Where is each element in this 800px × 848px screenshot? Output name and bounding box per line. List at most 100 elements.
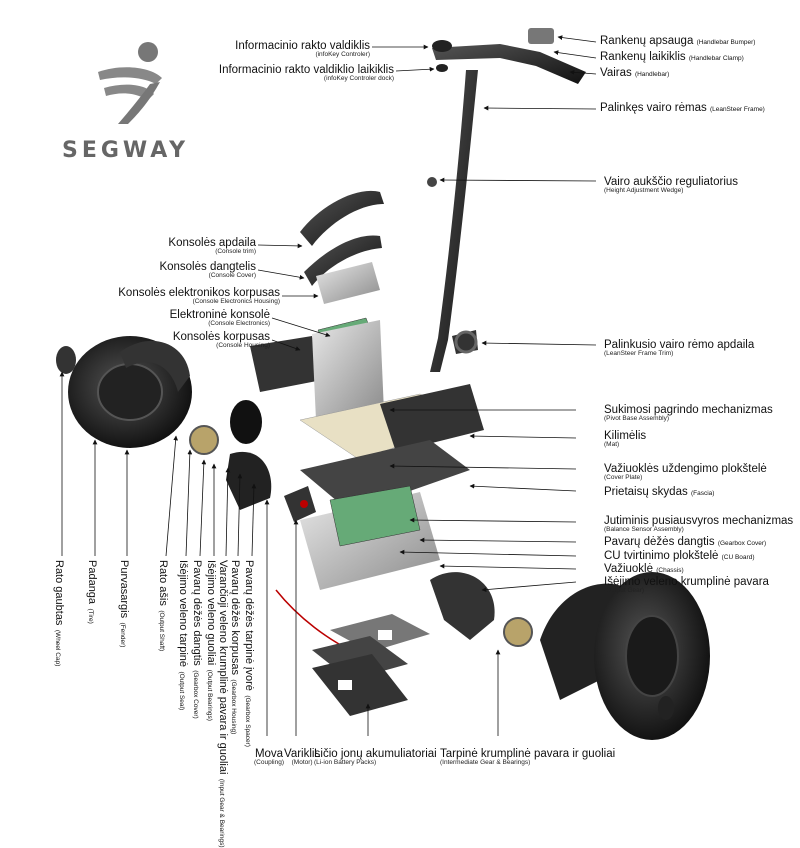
callout-en: (Handlebar Clamp): [688, 55, 744, 62]
callout-gearbox-cover-right: Pavarų dėžės dangtis (Gearbox Cover): [604, 536, 766, 548]
vlabel-wheel-cap: Rato gaubtas (Wheel Cap): [52, 560, 68, 666]
callout-en: (Balance Sensor Assembly): [604, 526, 684, 534]
callout-infokey-controller: Informacinio rakto valdiklis (infoKey Co…: [235, 40, 370, 59]
callout-console-electronics: Elektroninė konsolė (Console Electronics…: [170, 309, 270, 328]
callout-lt: Tarpinė krumplinė pavara ir guoliai: [440, 748, 616, 760]
brand-wordmark: SEGWAY: [62, 138, 190, 163]
callout-en: (Output Bearings): [206, 669, 213, 721]
vlabel-gearbox-spacer: Pavarų dėžės tarpinė įvorė (Gearbox Spac…: [242, 560, 258, 747]
callout-pivot-base: Sukimosi pagrindo mechanizmas (Pivot Bas…: [604, 404, 773, 423]
callout-en: (Input Gear & Bearings): [218, 778, 225, 848]
callout-lt: Rankenų laikiklis: [600, 51, 686, 63]
callout-lt: Rato ašis: [157, 560, 169, 606]
callout-lt: Pavarų dėžės dangtis: [191, 560, 203, 666]
callout-lt: Prietaisų skydas: [604, 486, 688, 498]
callout-coupling: Mova (Coupling): [254, 748, 284, 767]
callout-lt: CU tvirtinimo plokštelė: [604, 550, 719, 562]
callout-en: (infoKey Controler dock): [323, 75, 394, 83]
callout-lt: Padanga: [86, 560, 98, 605]
callout-lt: Konsolės elektronikos korpusas: [118, 287, 280, 299]
callout-en: (Chassis): [656, 567, 684, 574]
callout-lt: Sukimosi pagrindo mechanizmas: [604, 404, 773, 416]
callout-lt: Išėjimo veleno tarpinė: [177, 560, 189, 668]
callout-lt: Mova: [254, 748, 284, 760]
leansteer-frame-drawing: [427, 28, 586, 372]
callout-lt: Rato gaubtas: [53, 560, 65, 626]
callout-lt: Pavarų dėžės korpusas: [229, 560, 241, 675]
callout-lt: Konsolės apdaila: [168, 237, 256, 249]
vlabel-tire: Padanga (Tire): [85, 560, 101, 624]
vlabel-output-shaft: Rato ašis (Output Shaft): [156, 560, 172, 651]
callout-en: (Li-ion Battery Packs): [314, 759, 377, 767]
callout-lt: Pavarų dėžės tarpinė įvorė: [243, 560, 255, 691]
callout-en: (Fender): [119, 622, 126, 648]
callout-infokey-dock: Informacinio rakto valdiklio laikiklis (…: [219, 64, 394, 83]
callout-en: (LeanSteer Frame Trim): [604, 350, 674, 358]
callout-lt: Ličio jonų akumuliatoriai: [314, 748, 437, 760]
callout-console-electronics-housing: Konsolės elektronikos korpusas (Console …: [118, 287, 280, 306]
chassis-drawing: [299, 384, 484, 590]
callout-lt: Informacinio rakto valdiklio laikiklis: [218, 64, 394, 76]
callout-en: (Console Cover): [208, 272, 256, 280]
callout-en: (Output Shaft): [158, 610, 165, 652]
callout-en: (Coupling): [254, 759, 284, 767]
callout-en: (Fascia): [690, 490, 715, 497]
callout-en: (Gearbox Cover): [717, 540, 767, 547]
callout-lt: Variklis: [284, 748, 321, 760]
callout-lt: Rankenų apsauga: [600, 35, 694, 47]
callout-lt: Vairo aukščio reguliatorius: [604, 176, 739, 188]
right-wheel-drawing: [430, 572, 710, 740]
segway-logo-icon: [98, 42, 162, 124]
callout-handlebar-clamp: Rankenų laikiklis (Handlebar Clamp): [600, 51, 744, 63]
callout-lt: Konsolės korpusas: [172, 331, 270, 343]
callout-chassis: Važiuoklė (Chassis): [604, 563, 684, 575]
callout-lt: Važiuoklė: [604, 563, 654, 575]
callout-lt: Jutiminis pusiausvyros mechanizmas: [604, 515, 794, 527]
callout-cover-plate: Važiuoklės uždengimo plokštelė (Cover Pl…: [604, 463, 767, 482]
callout-lt: Kilimėlis: [604, 430, 647, 442]
callout-en: (Output Gear): [604, 587, 645, 595]
callout-en: (CU Board): [721, 554, 755, 561]
callout-lt: Išėjimo veleno krumplinė pavara: [604, 576, 769, 588]
callout-balance-sensor: Jutiminis pusiausvyros mechanizmas (Bala…: [604, 515, 793, 534]
vlabel-fender: Purvasargis (Fender): [117, 560, 133, 647]
callout-motor: Variklis (Motor): [284, 748, 320, 767]
callout-en: (LeanSteer Frame): [709, 106, 765, 113]
callout-en: (Handlebar): [634, 71, 670, 78]
callout-en: (Console Electronics Housing): [192, 298, 280, 306]
callout-output-gear: Išėjimo veleno krumplinė pavara (Output …: [604, 576, 769, 595]
callout-lt: Pavarų dėžės dangtis: [604, 536, 715, 548]
callout-leansteer-frame: Palinkęs vairo rėmas (LeanSteer Frame): [600, 102, 765, 114]
callout-en: (Console Electronics): [208, 320, 270, 328]
battery-drawing: [312, 614, 430, 716]
left-wheel-drawing: [56, 336, 272, 510]
callout-lt: Palinkęs vairo rėmas: [600, 102, 707, 114]
console-drawing: [250, 190, 384, 420]
callout-en: (Intermediate Gear & Bearings): [440, 759, 531, 767]
callout-en: (Tire): [87, 608, 94, 624]
callout-en: (Height Adjustment Wedge): [604, 187, 684, 195]
callout-lt: Vairas: [600, 67, 632, 79]
callout-en: (Console Housing): [216, 342, 270, 350]
callout-en: (Pivot Base Assembly): [604, 415, 670, 423]
callout-console-housing: Konsolės korpusas (Console Housing): [173, 331, 270, 350]
callout-en: (Output Seal): [178, 671, 185, 711]
callout-en: (Motor): [291, 759, 313, 767]
callout-intermediate-gear: Tarpinė krumplinė pavara ir guoliai (Int…: [440, 748, 615, 767]
callout-fascia: Prietaisų skydas (Fascia): [604, 486, 714, 498]
callout-console-trim: Konsolės apdaila (Console trim): [168, 237, 256, 256]
callout-lt: Purvasargis: [118, 560, 130, 619]
callout-en: (Wheel Cap): [54, 629, 61, 667]
callout-battery: Ličio jonų akumuliatoriai (Li-ion Batter…: [314, 748, 437, 767]
callout-en: (Console trim): [215, 248, 256, 256]
callout-height-wedge: Vairo aukščio reguliatorius (Height Adju…: [604, 176, 738, 195]
callout-lt: Važiuoklės uždengimo plokštelė: [604, 463, 767, 475]
callout-en: (Gearbox Cover): [192, 670, 199, 719]
callout-en: (Mat): [604, 441, 620, 449]
callout-mat: Kilimėlis (Mat): [604, 430, 646, 449]
callout-en: (Gearbox Housing): [230, 679, 237, 735]
callout-lt: Informacinio rakto valdiklis: [235, 40, 370, 52]
callout-lt: Konsolės dangtelis: [159, 261, 256, 273]
callout-en: (infoKey Controler): [315, 51, 370, 59]
callout-frame-trim: Palinkusio vairo rėmo apdaila (LeanSteer…: [604, 339, 754, 358]
